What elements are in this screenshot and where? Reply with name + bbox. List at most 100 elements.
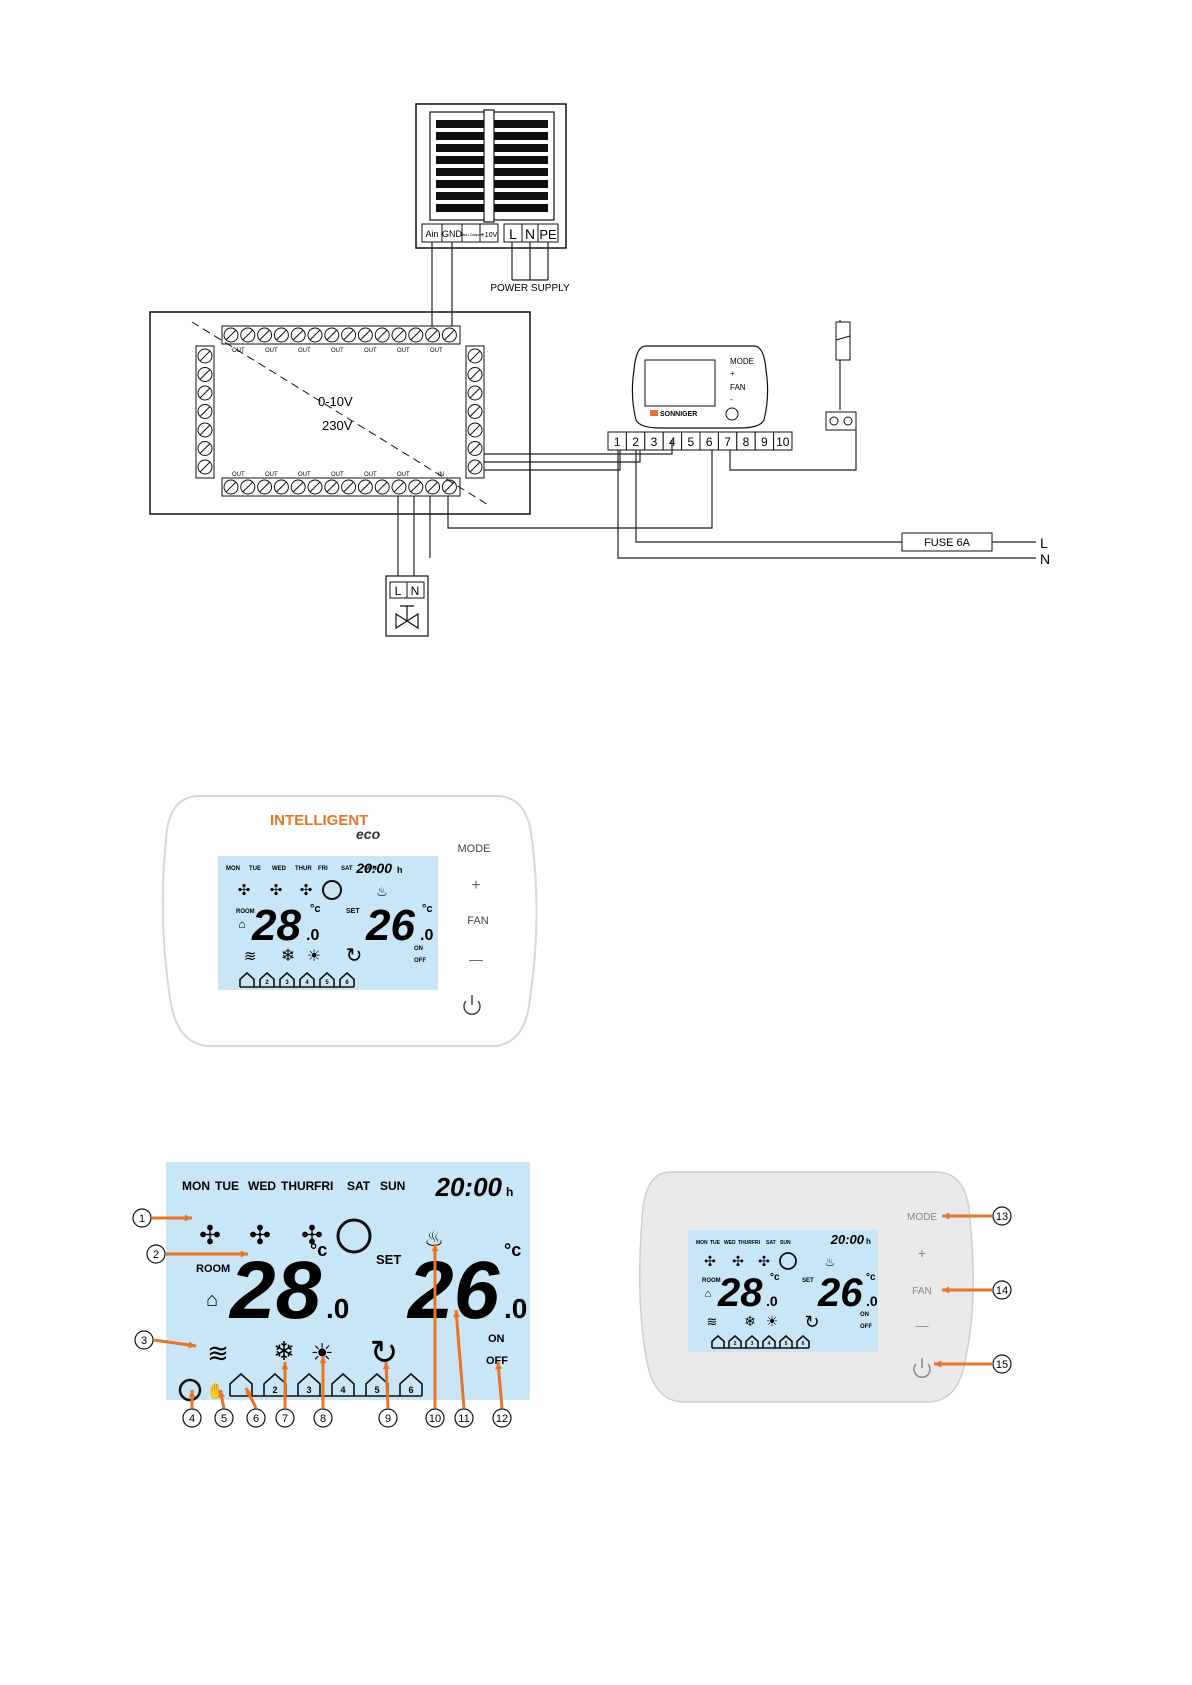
snowflake-icon: ❄	[281, 946, 295, 965]
set-label: SET	[376, 1252, 401, 1267]
minus-button[interactable]: —	[469, 951, 483, 967]
day-label: WED	[248, 1179, 276, 1193]
cycle-icon: ↻	[370, 1334, 399, 1372]
out-label: OUT	[298, 348, 311, 354]
front-mode-button[interactable]: MODE	[907, 1212, 937, 1223]
room-unit: °c	[770, 1272, 780, 1283]
callout-circle	[992, 1206, 1012, 1226]
room-label: ROOM	[196, 1263, 230, 1275]
set-temperature: 26	[406, 1245, 501, 1336]
set-decimal: .0	[420, 927, 433, 944]
front-fan-button[interactable]: FAN	[912, 1286, 931, 1297]
day-label: SUN	[364, 866, 377, 872]
small-minus-label: -	[730, 395, 733, 404]
day-label: TUE	[215, 1179, 239, 1193]
terminal-number: 3	[651, 435, 658, 449]
front-plus-button[interactable]: +	[918, 1245, 926, 1261]
module-label-230v: 230V	[322, 418, 353, 433]
day-label: WED	[724, 1240, 736, 1246]
terminal-number: 2	[632, 435, 639, 449]
period-number: 2	[734, 1341, 737, 1347]
fan-high-icon: ✣	[758, 1253, 770, 1269]
room-decimal: .0	[326, 1293, 349, 1324]
out-label: OUT	[298, 472, 311, 478]
period-number: 3	[306, 1385, 311, 1395]
day-label: WED	[272, 866, 287, 872]
plus-button[interactable]: +	[471, 877, 480, 894]
mode-button[interactable]: MODE	[458, 843, 491, 855]
small-mode-label: MODE	[730, 357, 754, 366]
room-temperature: 28	[251, 901, 301, 950]
on-label: ON	[414, 946, 423, 952]
period-house-icon	[399, 1372, 423, 1396]
out-label: OUT	[364, 348, 377, 354]
period-house-icon	[779, 1334, 793, 1348]
fuse-label: FUSE 6A	[924, 537, 971, 549]
thermometer-icon: ♨	[825, 1255, 836, 1269]
snowflake-icon: ❄	[744, 1313, 756, 1329]
callout-number: 7	[282, 1413, 288, 1425]
front-minus-button[interactable]: —	[916, 1318, 929, 1333]
sun-icon: ☀	[310, 1338, 333, 1368]
power-button[interactable]	[463, 995, 481, 1016]
callout-number: 6	[253, 1413, 259, 1425]
set-unit: °c	[504, 1240, 521, 1260]
day-label: MON	[226, 866, 240, 872]
callout-circle	[454, 1408, 474, 1428]
day-label: TUE	[249, 866, 261, 872]
period-house-icon	[229, 1372, 253, 1396]
period-house-icon	[728, 1334, 742, 1348]
wiring-diagram: Ain GND Tach Output +10V L N PE POWER SU…	[149, 103, 1050, 637]
fan-high-icon: ✣	[301, 1220, 323, 1250]
valve-terminal-n: N	[411, 584, 420, 598]
terminal-number: 5	[687, 435, 694, 449]
front-power-button[interactable]	[913, 1358, 931, 1379]
period-number: 6	[802, 1341, 805, 1347]
front-clock: 20:00	[830, 1232, 865, 1247]
day-label: SUN	[780, 1240, 791, 1246]
callout-number: 14	[996, 1285, 1008, 1297]
control-module: 0-10V 230V OUT OUT OUT OUT OUT OUT OUT O…	[149, 311, 531, 515]
set-temperature: 26	[817, 1271, 863, 1315]
out-label: OUT	[232, 348, 245, 354]
front-clock-unit: h	[866, 1237, 871, 1246]
callout-arrow	[384, 1361, 390, 1409]
module-screws	[197, 327, 483, 495]
period-number: 5	[374, 1385, 379, 1395]
small-brand-label: SONNIGER	[660, 411, 697, 418]
off-label: OFF	[860, 1324, 872, 1330]
fan-button[interactable]: FAN	[467, 915, 488, 927]
period-number: 3	[285, 980, 289, 986]
power-supply-label: POWER SUPPLY	[490, 283, 570, 294]
period-house-icon	[299, 971, 315, 987]
day-label: SAT	[347, 1179, 371, 1193]
callout-arrow	[496, 1361, 504, 1409]
terminal-number: 7	[724, 435, 731, 449]
out-label: OUT	[265, 348, 278, 354]
period-number: 2	[265, 980, 269, 986]
day-label: MON	[182, 1179, 210, 1193]
terminal-number: 10	[776, 435, 790, 449]
room-label: ROOM	[702, 1278, 721, 1284]
out-label: OUT	[397, 348, 410, 354]
fan-mid-icon: ✣	[732, 1253, 744, 1269]
callout-number: 15	[996, 1359, 1008, 1371]
terminal-number: 1	[614, 435, 621, 449]
fan-low-icon: ✣	[238, 882, 251, 899]
callout-arrow	[454, 1309, 466, 1409]
room-label: ROOM	[236, 909, 255, 915]
day-label: SAT	[766, 1240, 776, 1246]
heating-icon: ≋	[707, 1314, 718, 1329]
fan-low-icon: ✣	[704, 1253, 716, 1269]
callout-circle	[378, 1408, 398, 1428]
callout-circle	[146, 1244, 166, 1264]
day-label: SUN	[380, 1179, 405, 1193]
terminal-tach: Tach Output	[460, 232, 482, 237]
